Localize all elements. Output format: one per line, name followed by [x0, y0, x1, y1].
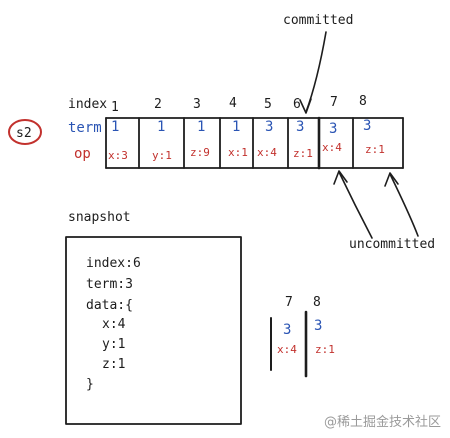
log-index: 4	[229, 96, 237, 111]
log-op: z:1	[365, 143, 385, 156]
log-op: y:1	[152, 149, 172, 162]
uncommitted-arrowhead-2	[384, 172, 399, 187]
log-op: x:1	[228, 146, 248, 159]
row-label-op: op	[74, 146, 91, 162]
log-op: x:4	[257, 146, 277, 159]
log-term: 3	[265, 119, 273, 135]
snapshot-line: z:1	[102, 357, 125, 372]
log-term: 1	[157, 119, 165, 135]
log-term: 3	[296, 119, 304, 135]
committed-label: committed	[283, 13, 353, 28]
log-term-row: 1 1 1 1 3 3 3 3	[111, 118, 371, 137]
log-op-row: x:3 y:1 z:9 x:1 x:4 z:1 x:4 z:1	[108, 141, 385, 162]
snapshot-line: index:6	[86, 256, 141, 271]
snapshot-line: data:{	[86, 298, 133, 313]
log-op: z:1	[293, 147, 313, 160]
snapshot-line: term:3	[86, 277, 133, 292]
committed-arrowhead	[299, 98, 312, 114]
snapshot-line: y:1	[102, 337, 125, 352]
committed-arrow	[305, 31, 327, 113]
log-grid	[105, 116, 404, 170]
uncommitted-label: uncommitted	[349, 237, 435, 252]
log-term: 1	[232, 119, 240, 135]
remaining-index: 7	[285, 295, 293, 310]
uncommitted-arrow-1	[338, 171, 373, 239]
snapshot-line: x:4	[102, 317, 126, 332]
log-op: x:4	[322, 141, 342, 154]
node-circle	[8, 119, 42, 145]
watermark: @稀土掘金技术社区	[324, 414, 441, 430]
node-label: s2	[16, 126, 32, 141]
remaining-op: z:1	[315, 343, 335, 356]
log-index: 1	[111, 100, 119, 115]
snapshot-content: index:6 term:3 data:{ x:4 y:1 z:1 }	[86, 256, 141, 392]
log-index: 7	[330, 95, 338, 110]
remaining-term: 3	[314, 318, 322, 334]
remaining-log: 7 8 3 3 x:4 z:1	[270, 295, 335, 378]
log-index: 5	[264, 97, 272, 112]
log-term: 1	[111, 119, 119, 135]
uncommitted-arrow-2	[389, 173, 419, 237]
log-index: 6	[293, 97, 301, 112]
log-op: x:3	[108, 149, 128, 162]
log-term: 1	[197, 119, 205, 135]
remaining-op: x:4	[277, 343, 297, 356]
log-term: 3	[363, 118, 371, 134]
snapshot-line: }	[86, 377, 94, 392]
snapshot-title: snapshot	[68, 210, 131, 225]
log-index: 8	[359, 94, 367, 109]
uncommitted-arrowhead-1	[333, 170, 348, 185]
row-label-term: term	[68, 120, 102, 136]
log-index-row: 1 2 3 4 5 6 7 8	[111, 94, 367, 115]
snapshot-box	[65, 236, 242, 425]
log-op: z:9	[190, 146, 210, 159]
row-label-index: index	[68, 97, 107, 112]
remaining-term: 3	[283, 322, 291, 338]
log-index: 2	[154, 97, 162, 112]
log-index: 3	[193, 97, 201, 112]
remaining-index: 8	[313, 295, 321, 310]
log-term: 3	[329, 121, 337, 137]
